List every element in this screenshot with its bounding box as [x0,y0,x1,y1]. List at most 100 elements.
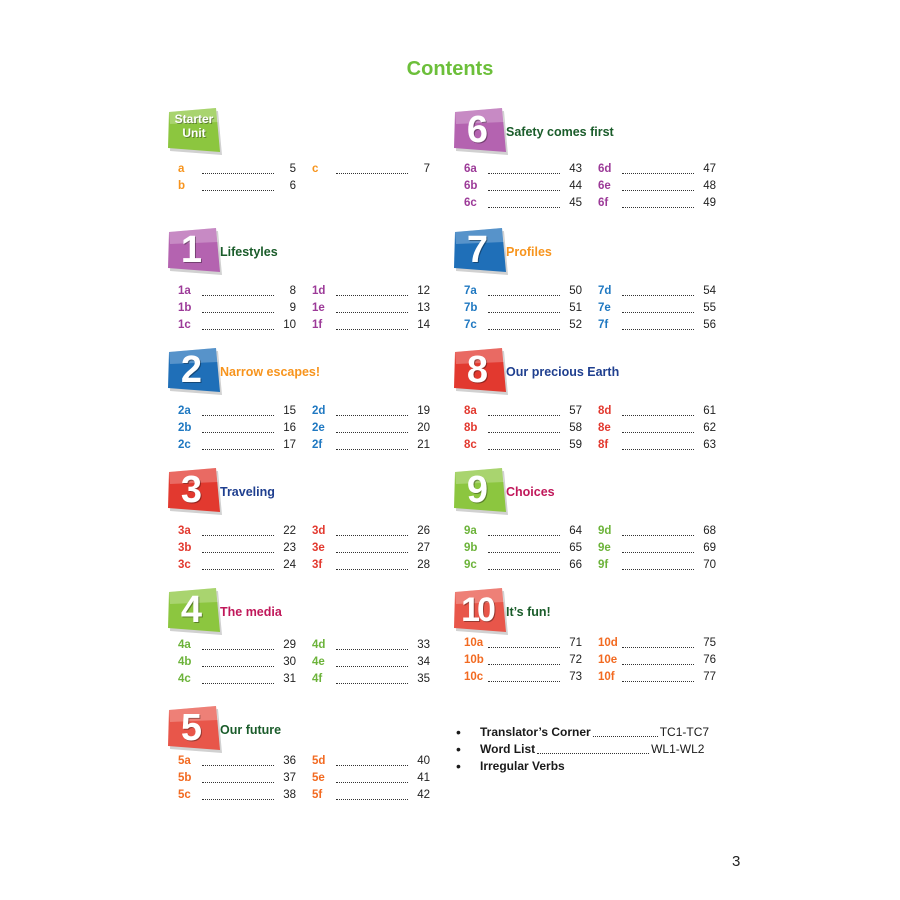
lesson-code: 7a [464,284,477,297]
lesson-code: 4d [312,638,326,651]
lesson-row: 4b 30 [178,653,298,670]
leader-dots [622,439,694,450]
leader-dots [488,525,560,536]
unit-number: 6 [466,109,488,151]
lesson-code: 7b [464,301,478,314]
page-ref: 34 [417,655,430,668]
lesson-code: 8f [598,438,609,451]
leader-dots [202,673,274,684]
leader-dots [202,789,274,800]
leader-dots [202,559,274,570]
page-ref: 44 [569,179,582,192]
unit-badge: 8 [452,348,508,395]
lesson-code: 4c [178,672,191,685]
page-ref: 40 [417,754,430,767]
leader-dots [488,285,560,296]
leader-dots [202,656,274,667]
unit-badge: 10 [452,588,508,635]
leader-dots [202,439,274,450]
leader-dots [336,559,408,570]
page-ref: 59 [569,438,582,451]
leader-dots [488,197,560,208]
leader-dots [336,285,408,296]
page-ref: 62 [703,421,716,434]
lesson-code: 8e [598,421,611,434]
lesson-row: 8e 62 [598,419,718,436]
unit-title: It’s fun! [506,605,551,619]
lesson-code: 9b [464,541,478,554]
lesson-code: 4a [178,638,191,651]
unit-title: Profiles [506,245,552,259]
starter-badge-line: Starter [174,112,214,126]
lesson-code: 3b [178,541,192,554]
lesson-code: 9f [598,558,609,571]
page-ref: 58 [569,421,582,434]
page-ref: 30 [283,655,296,668]
lesson-code: 8d [598,404,612,417]
lesson-code: 10c [464,670,484,683]
lesson-code: 2d [312,404,326,417]
leader-dots [488,180,560,191]
leader-dots [622,525,694,536]
lesson-code: 6c [464,196,477,209]
leader-dots [488,637,560,648]
page-ref: 17 [283,438,296,451]
leader-dots [336,639,408,650]
extra-translators-corner: • Translator’s Corner TC1-TC7 [456,723,709,740]
leader-dots [202,405,274,416]
lesson-code: 2e [312,421,325,434]
starter-badge-line: Unit [182,126,206,140]
unit-number: 3 [180,469,202,511]
page-title: Contents [406,58,494,80]
lesson-code: 7e [598,301,611,314]
page-ref: 61 [703,404,716,417]
lesson-code: 4b [178,655,192,668]
page-ref: 19 [417,404,430,417]
page-ref: 73 [569,670,582,683]
lesson-code: b [178,179,186,192]
unit-number: 9 [466,469,488,511]
lesson-code: c [312,162,319,175]
page-ref: 45 [569,196,582,209]
leader-dots [336,439,408,450]
leader-dots [202,163,274,174]
leader-dots [336,772,408,783]
leader-dots [622,559,694,570]
leader-dots [488,302,560,313]
lesson-code: 4e [312,655,325,668]
leader-dots [488,319,560,330]
page-ref: 36 [283,754,296,767]
unit-number: 2 [180,349,202,391]
page-ref: 35 [417,672,430,685]
page-ref: 9 [289,301,296,314]
leader-dots [622,637,694,648]
